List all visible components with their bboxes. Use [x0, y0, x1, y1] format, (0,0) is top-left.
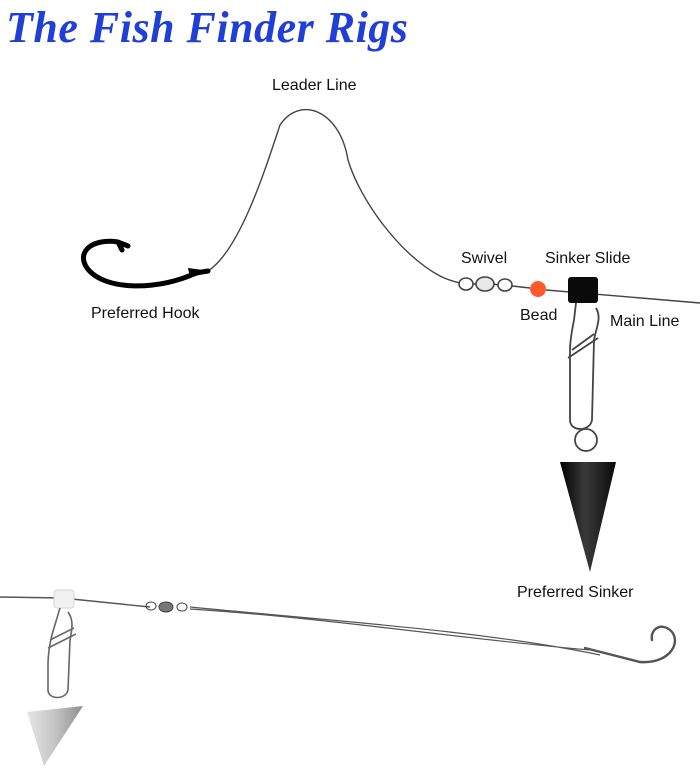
sinker-slide-label: Sinker Slide	[545, 250, 631, 267]
bottom-main-line	[0, 596, 151, 608]
connector-line	[511, 285, 531, 289]
bottom-sinker-slide-icon	[53, 589, 75, 609]
swivel-icon	[458, 276, 513, 292]
main-line-label: Main Line	[610, 313, 680, 330]
bottom-hook-icon	[583, 625, 676, 664]
snap-icon	[567, 302, 600, 452]
hook-icon	[81, 238, 211, 289]
bead-label: Bead	[520, 307, 558, 324]
bottom-snap-icon	[47, 607, 77, 699]
preferred-hook-label: Preferred Hook	[91, 305, 200, 322]
bead-icon	[530, 281, 546, 297]
bottom-swivel-icon	[145, 601, 188, 613]
bottom-leader-line	[189, 606, 601, 656]
leader-line	[207, 108, 461, 284]
preferred-sinker-label: Preferred Sinker	[517, 584, 634, 601]
sinker-icon	[560, 462, 616, 572]
sinker-slide-icon	[568, 277, 598, 303]
hook-eye-icon	[188, 268, 210, 278]
swivel-label: Swivel	[461, 250, 508, 267]
leader-line-label: Leader Line	[272, 77, 357, 94]
diagram-title: The Fish Finder Rigs	[6, 3, 409, 52]
bottom-sinker-icon	[27, 706, 83, 766]
